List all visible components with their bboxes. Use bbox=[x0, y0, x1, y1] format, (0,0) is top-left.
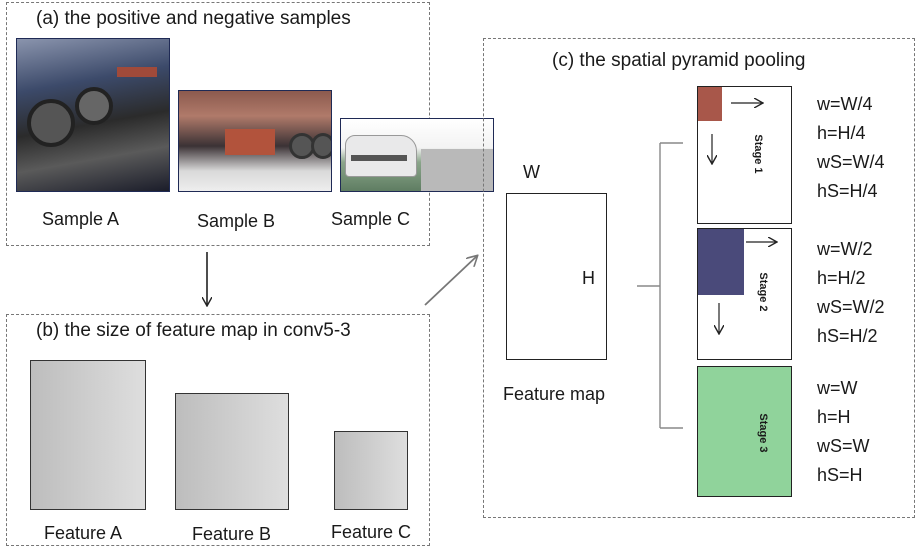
panel-a-title: (a) the positive and negative samples bbox=[36, 8, 351, 29]
stage-2-param-hs: hS=H/2 bbox=[817, 326, 878, 346]
sample-a-image bbox=[16, 38, 170, 192]
sample-b-label: Sample B bbox=[197, 211, 276, 231]
feature-a-box bbox=[30, 360, 146, 510]
stage-3-param-h: h=H bbox=[817, 407, 851, 427]
stage-3-params: w=W h=H wS=W hS=H bbox=[817, 374, 870, 490]
stage-2-param-h: h=H/2 bbox=[817, 268, 866, 288]
sample-a-label: Sample A bbox=[42, 209, 120, 229]
feature-map-label: Feature map bbox=[503, 384, 606, 404]
stage-3-param-w: w=W bbox=[817, 378, 858, 398]
stage-1-param-hs: hS=H/4 bbox=[817, 181, 878, 201]
stage-1-params: w=W/4 h=H/4 wS=W/4 hS=H/4 bbox=[817, 90, 885, 206]
feature-a-label: Feature A bbox=[44, 523, 123, 543]
stage-2-params: w=W/2 h=H/2 wS=W/2 hS=H/2 bbox=[817, 235, 885, 351]
stage-1-bin bbox=[698, 87, 722, 121]
sample-b-image bbox=[178, 90, 332, 192]
feature-b-label: Feature B bbox=[192, 524, 272, 544]
feature-map-box bbox=[506, 193, 607, 360]
panel-b-title: (b) the size of feature map in conv5-3 bbox=[36, 320, 351, 341]
sample-c-image bbox=[340, 118, 494, 192]
feature-map-width-symbol: W bbox=[523, 162, 540, 182]
panel-b-feature-maps bbox=[6, 314, 430, 546]
feature-map-height-symbol: H bbox=[582, 268, 595, 288]
stage-1-param-h: h=H/4 bbox=[817, 123, 866, 143]
arrow-b-to-c bbox=[424, 256, 477, 306]
stage-2-param-ws: wS=W/2 bbox=[817, 297, 885, 317]
panel-c-spp bbox=[483, 38, 915, 518]
sample-c-label: Sample C bbox=[331, 209, 411, 229]
stage-2-bin bbox=[698, 229, 744, 295]
feature-b-box bbox=[175, 393, 289, 510]
feature-c-label: Feature C bbox=[331, 522, 412, 542]
stage-1-box bbox=[697, 86, 792, 224]
stage-3-param-ws: wS=W bbox=[817, 436, 870, 456]
stage-1-param-w: w=W/4 bbox=[817, 94, 873, 114]
stage-3-box bbox=[697, 366, 792, 497]
feature-c-box bbox=[334, 431, 408, 510]
stage-3-param-hs: hS=H bbox=[817, 465, 863, 485]
stage-1-param-ws: wS=W/4 bbox=[817, 152, 885, 172]
panel-c-title: (c) the spatial pyramid pooling bbox=[552, 50, 806, 71]
stage-2-param-w: w=W/2 bbox=[817, 239, 873, 259]
stage-2-box bbox=[697, 228, 792, 360]
